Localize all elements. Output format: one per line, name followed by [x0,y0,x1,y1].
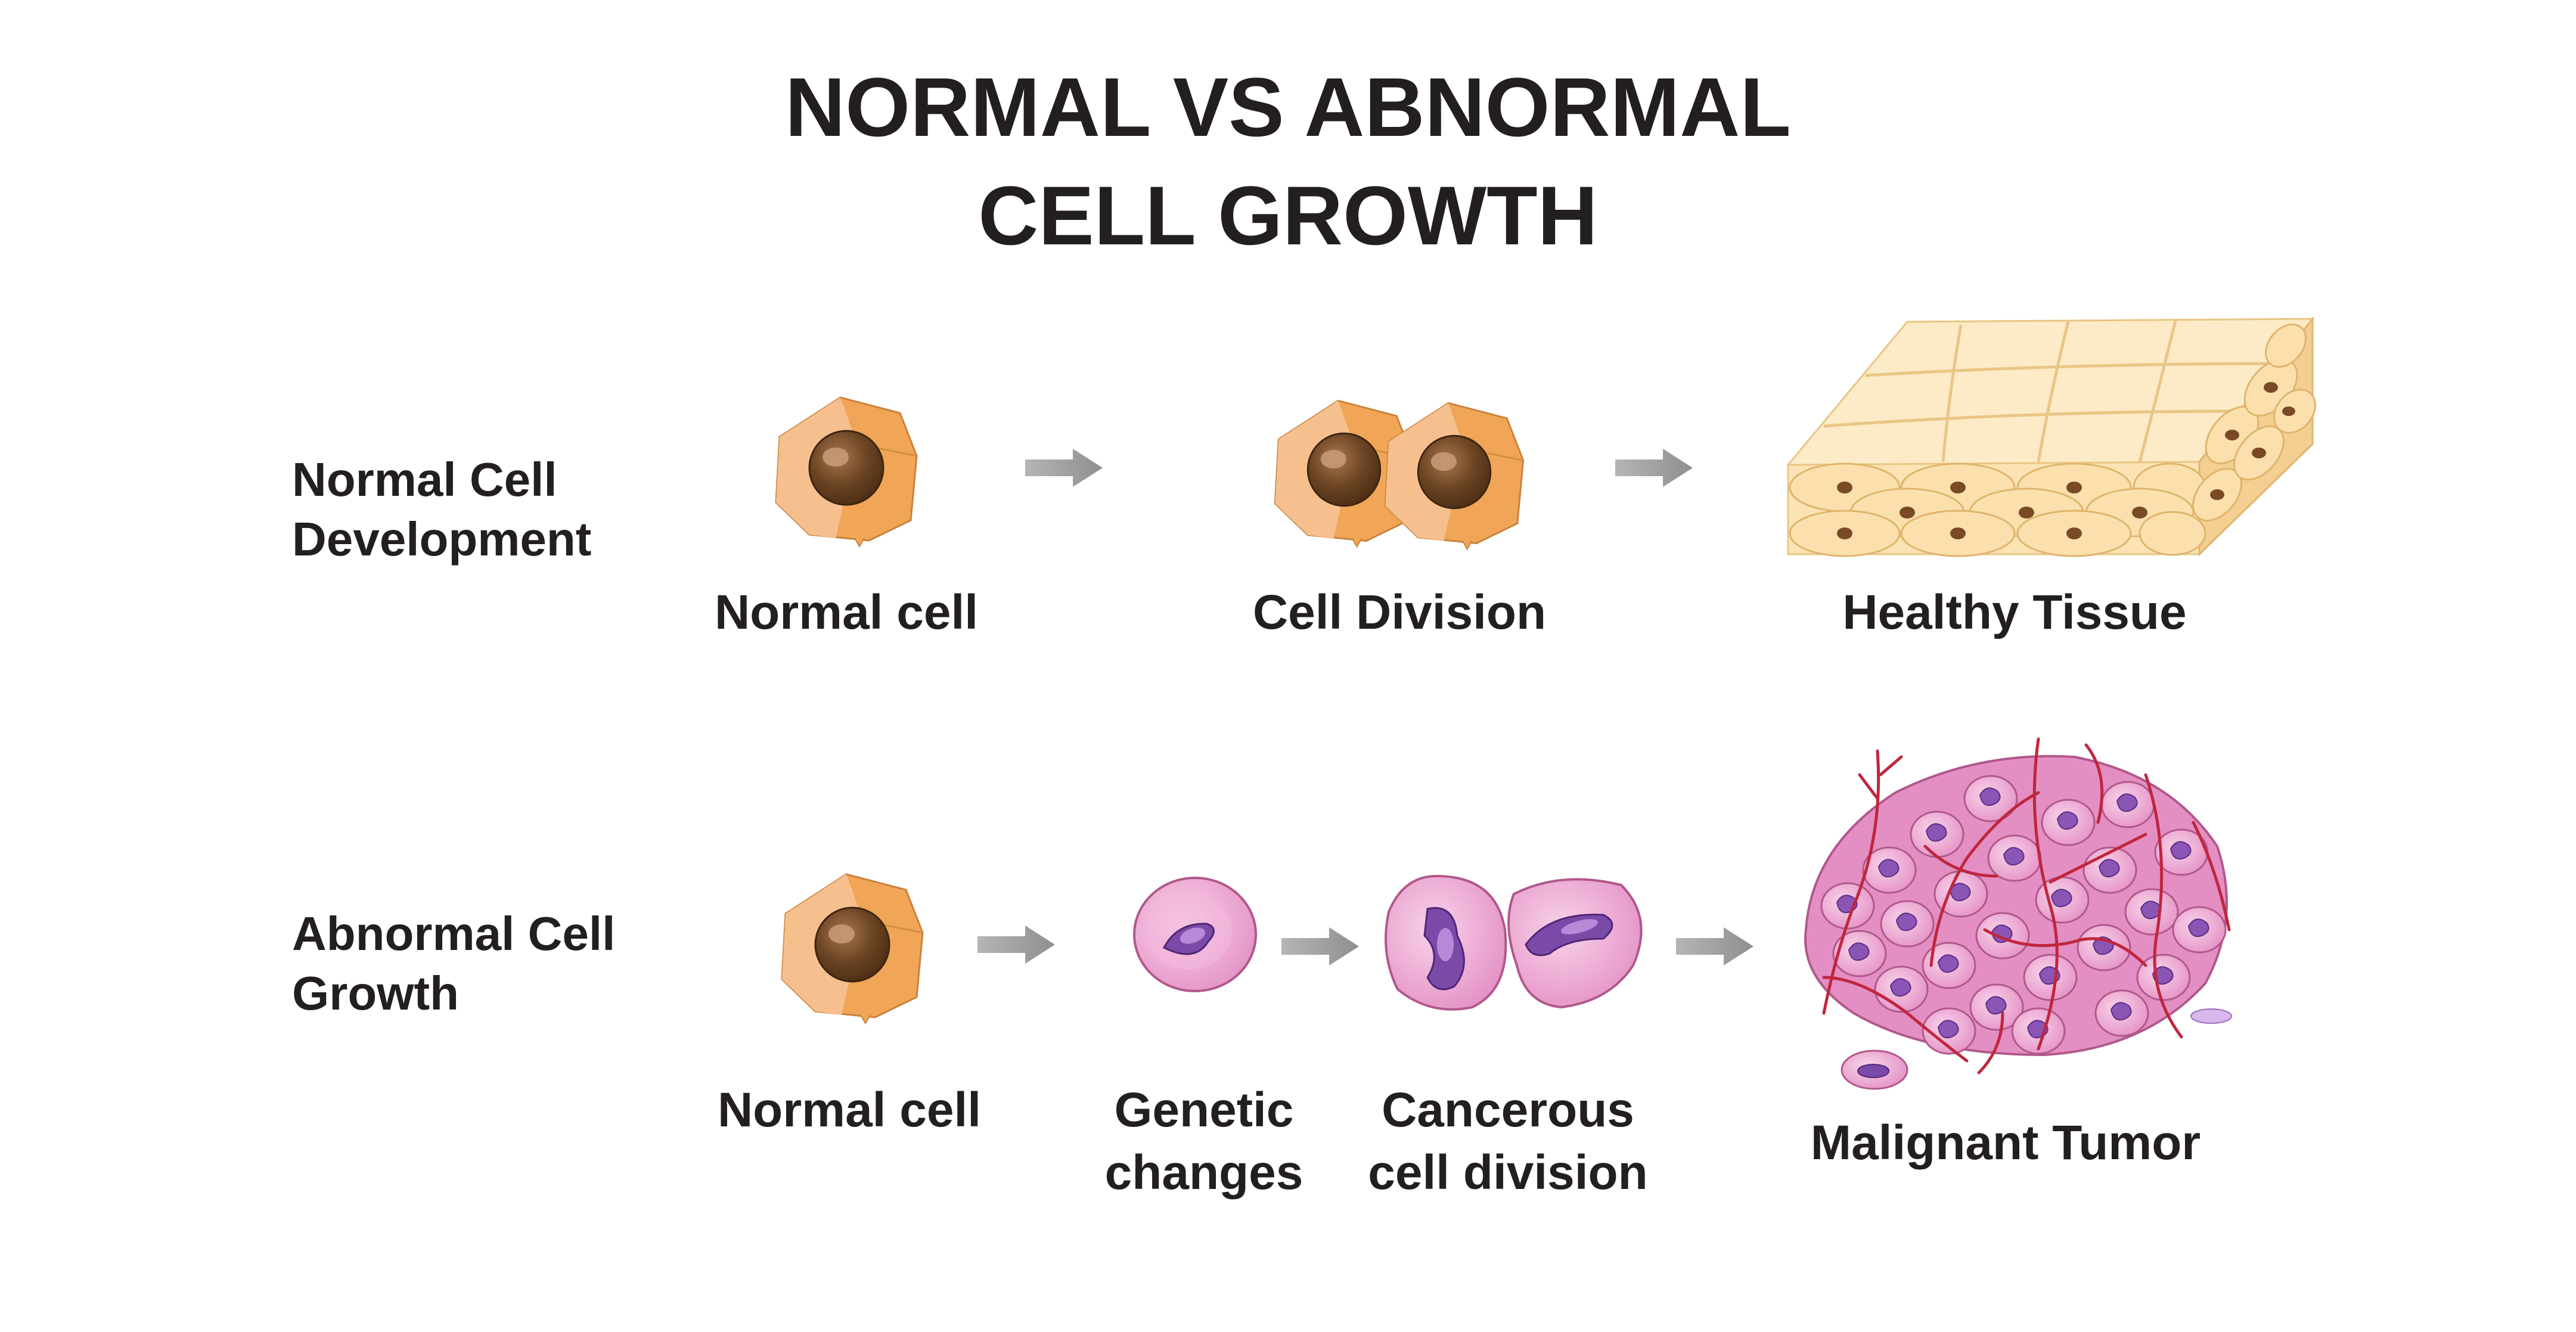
stage-label-genetic-changes-line2: changes [1105,1145,1303,1200]
stage-label-cell-division: Cell Division [1253,585,1546,639]
arrow-right-icon [1025,449,1103,487]
page-title-line1: NORMAL VS ABNORMAL [785,60,1791,154]
malignant-tumor-icon [1804,737,2232,1090]
healthy-tissue-icon [1786,316,2316,557]
stage-label-genetic-changes-line1: Genetic [1115,1083,1294,1137]
arrow-right-icon [977,926,1055,964]
normal-cell-icon [781,873,924,1024]
stage-label-healthy-tissue: Healthy Tissue [1842,585,2186,639]
arrow-right-icon [1615,449,1693,487]
normal-cell-icon [775,396,918,548]
arrow-right-icon [1281,927,1359,965]
stage-label-normal-cell-2: Normal cell [718,1083,981,1137]
row-label-normal-line2: Development [292,513,591,566]
arrow-right-icon [1676,927,1753,965]
mutated-cell-icon [1133,877,1257,992]
stage-label-cancerous-division-line2: cell division [1368,1145,1647,1200]
dividing-cells-icon [1274,399,1525,550]
stage-label-malignant-tumor: Malignant Tumor [1811,1116,2201,1170]
row-label-abnormal-line2: Growth [292,967,459,1020]
stage-label-cancerous-division-line1: Cancerous [1382,1083,1634,1137]
stage-label-normal-cell: Normal cell [715,585,978,639]
row-label-normal-line1: Normal Cell [292,453,557,506]
page-title-line2: CELL GROWTH [978,169,1598,262]
row-label-abnormal-line1: Abnormal Cell [292,907,615,960]
cancerous-division-icon [1385,874,1643,1011]
